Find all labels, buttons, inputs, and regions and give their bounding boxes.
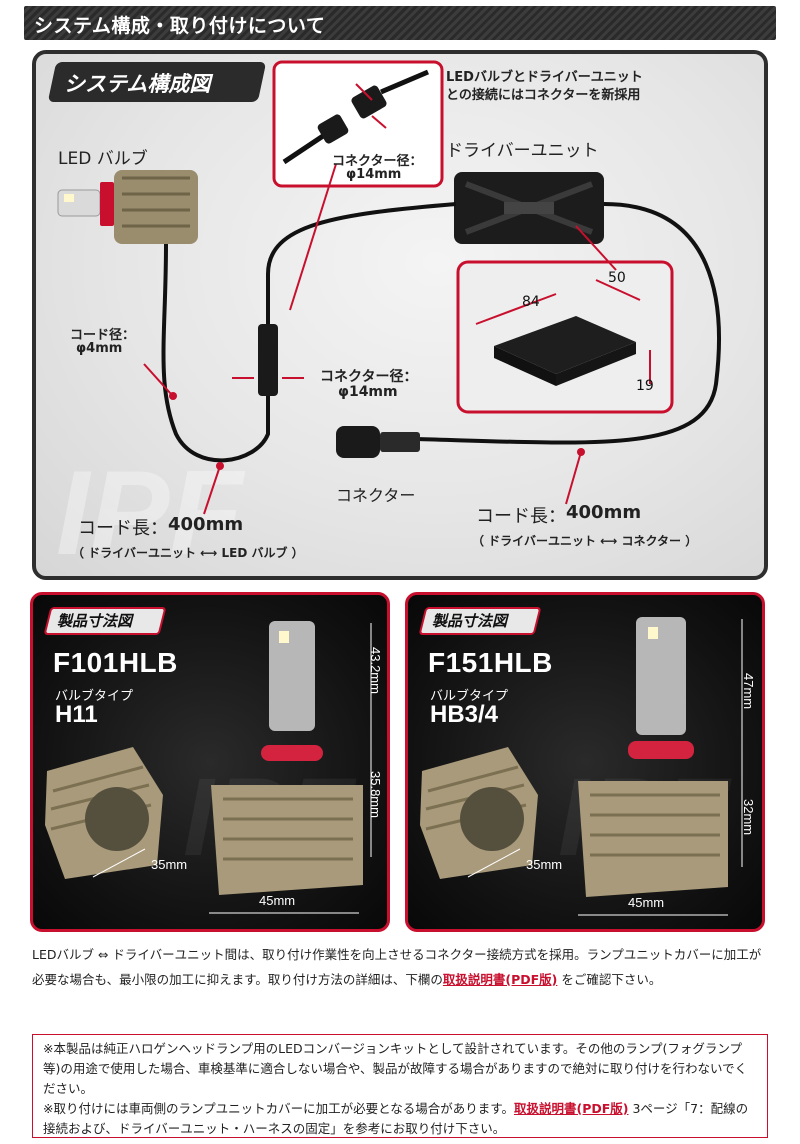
connector-dia-top-label: コネクター径： bbox=[332, 154, 423, 169]
cord-len-right-value: 400mm bbox=[566, 502, 642, 523]
system-diagram: IPF bbox=[56, 60, 721, 576]
bulb-type-value: H11 bbox=[55, 701, 98, 728]
product-dims-panel-h11: IPF 製品寸法図 F101HLB バルブタイプ H11 43.2mm 35.8… bbox=[30, 592, 390, 932]
section-header: システム構成・取り付けについて bbox=[24, 6, 776, 40]
connector-note-line2: との接続にはコネクターを新採用 bbox=[446, 88, 641, 103]
dim-top-label: 47mm bbox=[741, 673, 756, 710]
driver-width-label: 50 bbox=[608, 270, 626, 286]
driver-dims-illustration bbox=[475, 279, 651, 386]
dim-top-label: 43.2mm bbox=[368, 647, 383, 694]
description-body-2: をご確認下さい。 bbox=[561, 972, 662, 987]
driver-unit-illustration bbox=[454, 172, 604, 244]
notice-line-2b: 3ページ「7：配線の接続および、ドライバーユニット・ハーネスの固定」を参考にお取… bbox=[43, 1101, 749, 1136]
cable-bulb-to-connector bbox=[161, 243, 270, 463]
description-body-1: LEDバルブ ⇔ ドライバーユニット間は、取り付け作業性を向上させるコネクター接… bbox=[32, 947, 762, 987]
dims-tab-label: 製品寸法図 bbox=[432, 612, 508, 630]
notice-line-2: ※取り付けには車両側のランプユニットカバーに加工が必要となる場合があります。取扱… bbox=[43, 1099, 757, 1139]
dim-depth-label: 35mm bbox=[151, 857, 188, 872]
dims-tab-label: 製品寸法図 bbox=[57, 612, 133, 630]
model-number: F151HLB bbox=[428, 647, 553, 678]
dim-depth-label: 35mm bbox=[526, 857, 563, 872]
bulb-type-label: バルブタイプ bbox=[430, 689, 509, 704]
mid-connector-illustration bbox=[258, 324, 278, 396]
cable-connector-to-driver bbox=[266, 202, 457, 324]
bulb-side-view-icon bbox=[578, 617, 728, 897]
brand-watermark: IPF bbox=[56, 446, 245, 576]
connector-label: コネクター bbox=[336, 486, 416, 505]
dim-bottom-label: 32mm bbox=[741, 799, 756, 836]
connector-dia-mid-label: コネクター径： bbox=[320, 369, 418, 385]
notice-manual-pdf-link[interactable]: 取扱説明書(PDF版) bbox=[513, 1101, 629, 1116]
end-connector-illustration bbox=[336, 426, 420, 458]
cord-len-right-label: コード長： bbox=[476, 506, 566, 527]
connector-dia-top-value: φ14mm bbox=[346, 167, 402, 182]
cord-len-left-label: コード長： bbox=[78, 518, 168, 539]
callout-pointers bbox=[143, 163, 617, 515]
notice-line-2a: ※取り付けには車両側のランプユニットカバーに加工が必要となる場合があります。 bbox=[43, 1101, 514, 1116]
bulb-type-value: HB3/4 bbox=[430, 701, 499, 728]
dim-bottom-label: 35.8mm bbox=[368, 771, 383, 818]
led-bulb-label: LED バルブ bbox=[58, 149, 148, 169]
cord-len-left-value: 400mm bbox=[168, 514, 244, 535]
system-diagram-panel: IPF bbox=[32, 50, 768, 580]
dim-width-label: 45mm bbox=[628, 895, 665, 910]
cord-len-left-note: （ ドライバーユニット ⟷ LED バルブ ） bbox=[72, 546, 304, 560]
product-dims-panel-hb34: IPF 製品寸法図 F151HLB バルブタイプ HB3/4 47mm 32mm… bbox=[405, 592, 765, 932]
product-illustration-hb34: IPF bbox=[420, 617, 743, 916]
section-title: システム構成・取り付けについて bbox=[34, 15, 326, 37]
connector-dia-mid-value: φ14mm bbox=[338, 384, 398, 400]
heatsink-rear-view-icon bbox=[45, 747, 163, 879]
bulb-type-label: バルブタイプ bbox=[55, 689, 134, 704]
driver-length-label: 84 bbox=[522, 294, 540, 310]
cable-driver-to-connector bbox=[415, 202, 721, 445]
led-bulb-illustration bbox=[57, 170, 198, 244]
product-illustration-h11: IPF bbox=[45, 621, 372, 914]
driver-height-label: 19 bbox=[636, 378, 654, 394]
bulb-side-view-icon bbox=[211, 621, 363, 895]
description-text: LEDバルブ ⇔ ドライバーユニット間は、取り付け作業性を向上させるコネクター接… bbox=[32, 942, 772, 992]
notice-box: ※本製品は純正ハロゲンヘッドランプ用のLEDコンバージョンキットとして設計されて… bbox=[32, 1034, 768, 1138]
driver-unit-label: ドライバーユニット bbox=[446, 141, 599, 161]
dim-width-label: 45mm bbox=[259, 893, 296, 908]
cord-len-right-note: （ ドライバーユニット ⟷ コネクター ） bbox=[472, 534, 698, 548]
connector-note-line1: LEDバルブとドライバーユニット bbox=[446, 70, 643, 85]
cord-dia-value: φ4mm bbox=[76, 341, 123, 356]
connector-closeup-icon bbox=[282, 69, 429, 165]
cord-dia-label: コード径： bbox=[70, 328, 136, 343]
manual-pdf-link[interactable]: 取扱説明書(PDF版) bbox=[442, 972, 558, 987]
system-title: システム構成図 bbox=[64, 72, 211, 96]
notice-line-1: ※本製品は純正ハロゲンヘッドランプ用のLEDコンバージョンキットとして設計されて… bbox=[43, 1041, 748, 1096]
heatsink-rear-view-icon bbox=[420, 747, 538, 879]
model-number: F101HLB bbox=[53, 647, 178, 678]
connector-inset-box bbox=[272, 60, 444, 188]
